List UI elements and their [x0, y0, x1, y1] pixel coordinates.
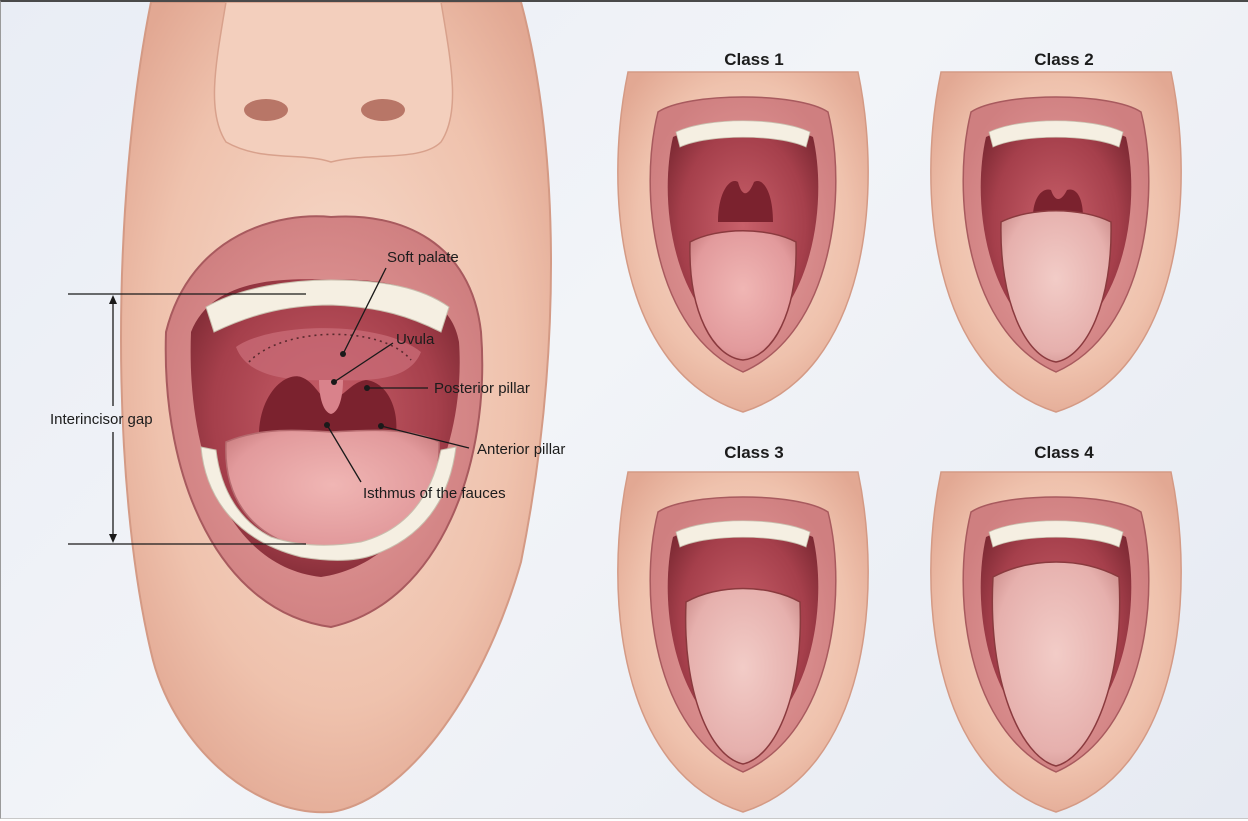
class-4-panel — [931, 472, 1181, 812]
nose — [214, 2, 452, 162]
right-nostril — [361, 99, 405, 121]
label-uvula: Uvula — [396, 331, 435, 348]
class-1-title: Class 1 — [724, 50, 784, 69]
class-2-title: Class 2 — [1034, 50, 1094, 69]
class-1-panel — [618, 72, 868, 412]
class-4-title: Class 4 — [1034, 443, 1094, 462]
class-3-title: Class 3 — [724, 443, 784, 462]
label-interincisor-gap: Interincisor gap — [50, 411, 153, 428]
left-nostril — [244, 99, 288, 121]
main-face-illustration — [121, 2, 551, 812]
label-soft-palate: Soft palate — [387, 249, 459, 266]
label-posterior-pillar: Posterior pillar — [434, 380, 530, 397]
label-isthmus: Isthmus of the fauces — [363, 485, 506, 502]
class-2-panel — [931, 72, 1181, 412]
label-anterior-pillar: Anterior pillar — [477, 441, 565, 458]
class-3-panel — [618, 472, 868, 812]
